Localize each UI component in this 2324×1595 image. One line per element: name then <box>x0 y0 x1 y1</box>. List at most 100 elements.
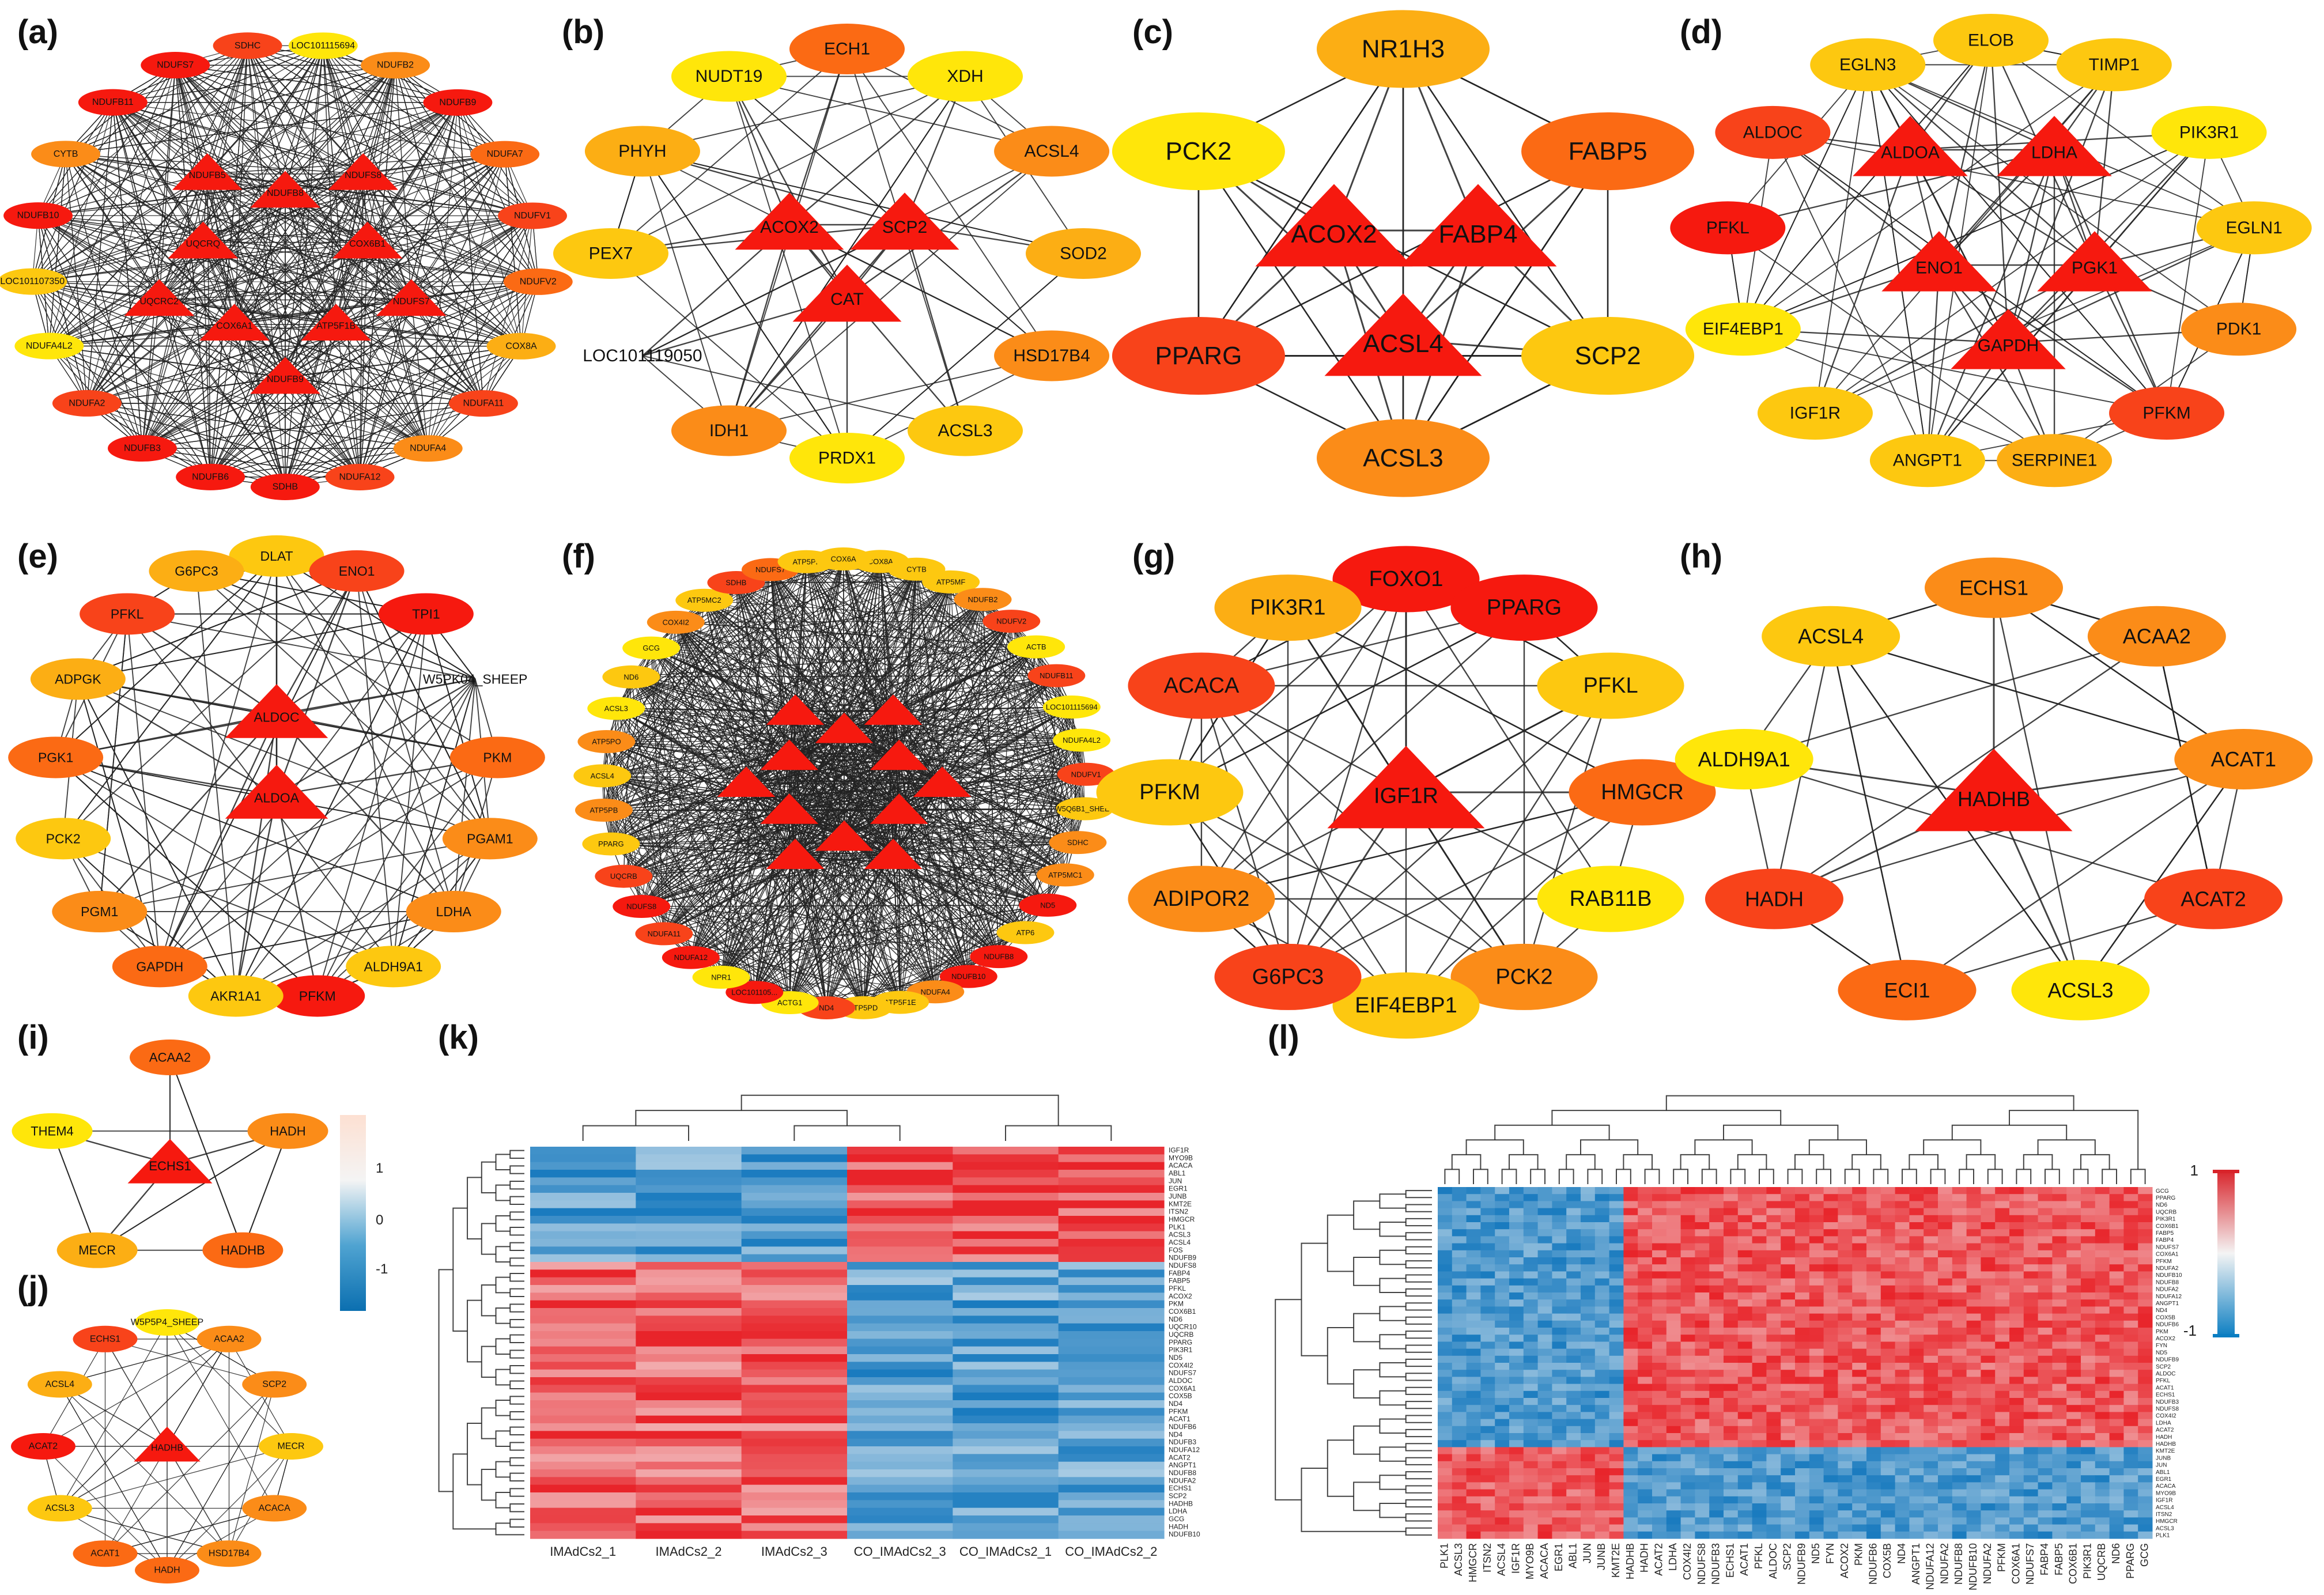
heatmap-cell <box>1480 1264 1495 1272</box>
heatmap-cell <box>1581 1250 1596 1258</box>
network-edge <box>247 46 286 487</box>
hub-node-triangle <box>127 1139 213 1184</box>
network-edge <box>675 622 755 993</box>
network-edge <box>126 614 161 967</box>
heatmap-row-label: ALDOC <box>2156 1371 2175 1377</box>
gene-node <box>361 52 430 79</box>
heatmap-cell <box>1909 1306 1924 1314</box>
heatmap-cell <box>1438 1384 1453 1392</box>
heatmap-cell <box>2009 1348 2024 1356</box>
network-edge <box>112 102 208 175</box>
heatmap-cell <box>1809 1243 1824 1251</box>
gene-node-label: DLAT <box>260 549 293 564</box>
network-edge <box>37 216 88 404</box>
network-edge <box>366 65 396 243</box>
network-edge <box>395 65 484 404</box>
gene-node <box>2151 105 2267 159</box>
heatmap-cell <box>1652 1257 1667 1265</box>
network-edge <box>247 46 361 478</box>
heatmap-cell <box>741 1484 848 1493</box>
network-edge <box>789 599 984 1003</box>
gene-node-label: ACAT1 <box>90 1549 119 1559</box>
heatmap-cell <box>1680 1328 1695 1335</box>
network-edge <box>603 774 1086 811</box>
heatmap-cell <box>1480 1306 1495 1314</box>
heatmap-cell <box>1924 1208 1938 1216</box>
heatmap-cell <box>953 1530 1059 1539</box>
heatmap-cell <box>2009 1320 2024 1328</box>
network-edge <box>675 622 936 992</box>
heatmap-cell <box>1695 1264 1710 1272</box>
network-edge <box>65 154 88 403</box>
heatmap-cell <box>1981 1194 1996 1201</box>
network-edge <box>641 622 677 907</box>
heatmap-cell <box>2023 1306 2039 1314</box>
heatmap-cell <box>847 1200 953 1209</box>
heatmap-row-label: ND4 <box>2156 1307 2167 1314</box>
heatmap-cell <box>1652 1398 1667 1405</box>
network-edge <box>159 555 277 967</box>
dendrogram-branch <box>2073 1169 2089 1184</box>
heatmap-cell <box>1995 1229 2010 1237</box>
heatmap-cell <box>530 1246 636 1255</box>
heatmap-cell <box>953 1369 1059 1378</box>
hub-node-label: COX6B1 <box>349 239 386 249</box>
heatmap-cell <box>2109 1335 2124 1342</box>
gene-node <box>789 24 905 74</box>
heatmap-cell <box>1537 1215 1552 1223</box>
hub-node-triangle <box>168 221 239 259</box>
heatmap-cell <box>1895 1363 1910 1370</box>
gene-node <box>584 126 700 177</box>
heatmap-cell <box>2052 1194 2067 1201</box>
heatmap-row-label: ND4 <box>1169 1400 1182 1408</box>
panel-g: (g)IGF1RFOXO1PPARGPFKLHMGCRRAB11BPCK2EIF… <box>1096 538 1716 1039</box>
gene-node-label: TPI1 <box>412 606 440 621</box>
heatmap-cell <box>1709 1299 1724 1307</box>
heatmap-cell <box>1581 1320 1596 1328</box>
heatmap-cell <box>1466 1208 1481 1216</box>
heatmap-cell <box>1638 1348 1653 1356</box>
heatmap-cell <box>636 1346 742 1355</box>
network-edge <box>603 569 771 811</box>
heatmap-cell <box>2023 1390 2039 1399</box>
network-edge <box>99 614 128 912</box>
heatmap-cell <box>1537 1377 1552 1385</box>
heatmap-cell <box>1537 1194 1552 1201</box>
heatmap-cell <box>1895 1370 1910 1377</box>
network-edge <box>1201 607 1525 899</box>
heatmap-cell <box>2081 1335 2096 1342</box>
gene-node <box>1762 606 1900 667</box>
network-edge <box>323 46 361 477</box>
heatmap-row-label: GCG <box>1169 1515 1184 1523</box>
heatmap-cell <box>1724 1271 1739 1279</box>
dendrogram-branch <box>467 1423 482 1486</box>
network-edge <box>32 281 522 347</box>
heatmap-cell <box>1552 1363 1567 1370</box>
heatmap-cell <box>1737 1201 1753 1209</box>
dendrogram-branch <box>509 1196 524 1205</box>
heatmap-cell <box>1666 1320 1681 1328</box>
heatmap-cell <box>1566 1335 1581 1342</box>
heatmap-cell <box>741 1277 848 1286</box>
heatmap-cell <box>1966 1236 1981 1244</box>
dendrogram-branch <box>1379 1249 1406 1265</box>
network-edge <box>789 706 1072 758</box>
heatmap-row-label: UQCR10 <box>1169 1323 1197 1331</box>
heatmap-cell <box>2066 1341 2081 1350</box>
heatmap-cell <box>2066 1208 2081 1216</box>
heatmap-cell <box>1695 1348 1710 1356</box>
gene-node-label: ATP5PO <box>592 737 621 746</box>
heatmap-cell <box>1938 1285 1953 1293</box>
gene-node-label: NDUFB3 <box>124 444 161 453</box>
heatmap-cell <box>1809 1222 1824 1230</box>
network-edge <box>285 346 522 487</box>
gene-node <box>1670 201 1786 255</box>
heatmap-cell <box>1552 1257 1567 1265</box>
heatmap-cell <box>636 1500 742 1509</box>
heatmap-cell <box>1594 1335 1610 1342</box>
network-edge <box>335 324 429 449</box>
heatmap-cell <box>1466 1299 1481 1307</box>
gene-node <box>1521 112 1695 190</box>
heatmap-cell <box>1909 1377 1924 1385</box>
heatmap-cell <box>2009 1313 2024 1321</box>
